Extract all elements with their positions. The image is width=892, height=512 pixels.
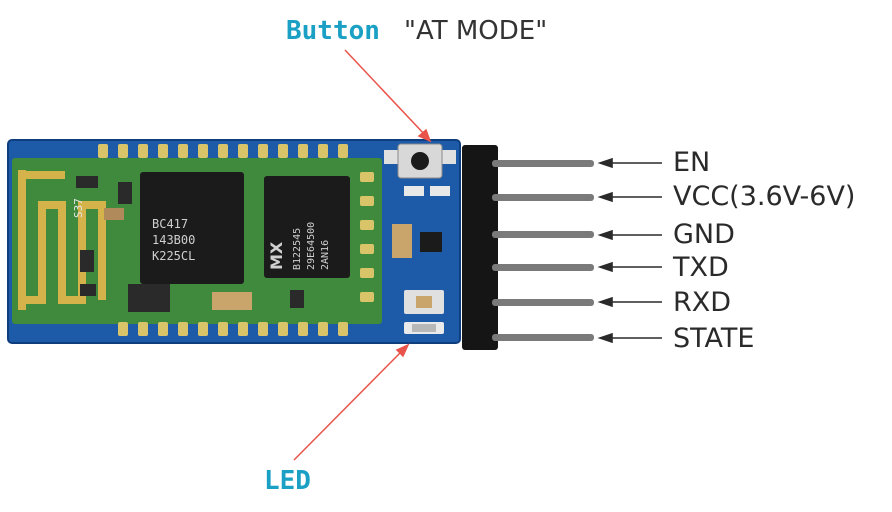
pin-header-block bbox=[462, 145, 498, 350]
pin-label-rxd: RXD bbox=[673, 287, 732, 318]
callout-arrows bbox=[293, 49, 432, 461]
pcb-marking: S37 bbox=[72, 198, 85, 218]
flash-chip-brand: MX bbox=[267, 241, 286, 270]
header-pins bbox=[492, 160, 594, 341]
button-callout-line bbox=[344, 49, 427, 137]
flash-chip bbox=[264, 176, 350, 278]
pin-label-gnd: GND bbox=[673, 219, 735, 250]
smd-components bbox=[76, 176, 304, 312]
bc417-chip-line-3: K225CL bbox=[152, 249, 195, 263]
pin-label-state: STATE bbox=[673, 323, 755, 354]
led-callout-arrowhead bbox=[395, 343, 410, 358]
led-callout-title: LED bbox=[264, 466, 311, 496]
button-callout-subtitle: "AT MODE" bbox=[404, 16, 548, 46]
pin-arrows bbox=[597, 157, 662, 344]
led-callout-line bbox=[293, 349, 404, 461]
pin-label-vcc: VCC(3.6V-6V) bbox=[673, 181, 856, 212]
flash-chip-line-1: B122545 bbox=[292, 228, 303, 270]
flash-chip-line-2: 29E64500 bbox=[306, 222, 317, 270]
at-mode-button bbox=[411, 152, 429, 170]
pin-label-txd: TXD bbox=[673, 252, 729, 283]
bc417-chip-line-2: 143B00 bbox=[152, 233, 195, 247]
bottom-pads bbox=[118, 322, 348, 336]
carrier-components bbox=[384, 143, 456, 334]
bc417-chip bbox=[140, 172, 244, 284]
button-callout-arrowhead bbox=[417, 128, 432, 143]
flash-chip-line-3: 2AN16 bbox=[320, 240, 331, 270]
bc417-chip-line-1: BC417 bbox=[152, 217, 188, 231]
pin-label-en: EN bbox=[673, 147, 711, 178]
top-pads bbox=[98, 144, 348, 158]
pcb-antenna bbox=[18, 170, 106, 310]
button-callout-title: Button bbox=[286, 16, 380, 46]
side-pads bbox=[360, 172, 374, 302]
